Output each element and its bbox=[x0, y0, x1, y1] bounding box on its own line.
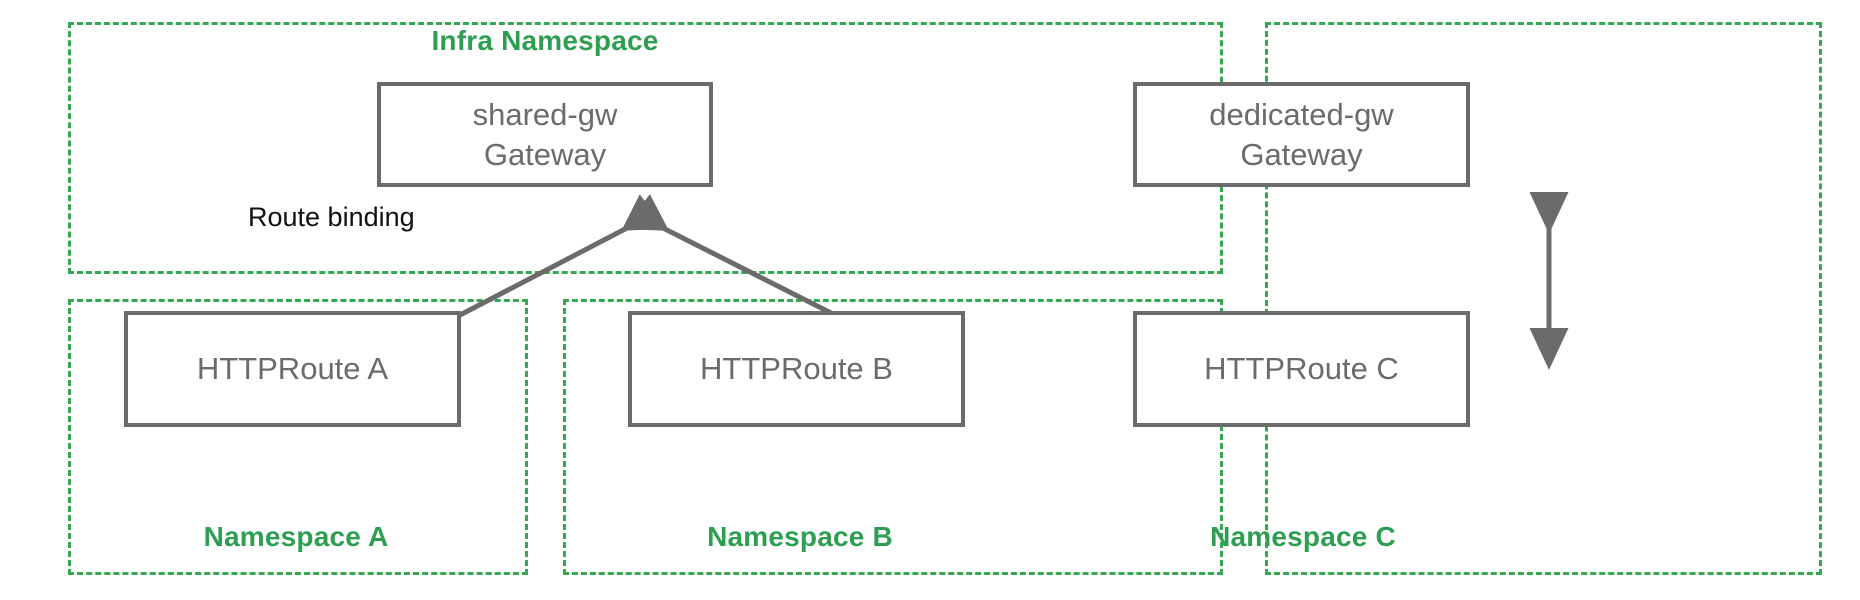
node-httproute-a-label: HTTPRoute A bbox=[196, 351, 389, 387]
namespace-a-boundary bbox=[68, 299, 528, 575]
namespace-c-label: Namespace C bbox=[1210, 521, 1396, 552]
node-httproute-c[interactable]: HTTPRoute C bbox=[1133, 311, 1470, 427]
node-dedicated-gw-gateway[interactable]: dedicated-gw Gateway bbox=[1133, 82, 1470, 187]
node-shared-gw-gateway[interactable]: shared-gw Gateway bbox=[377, 82, 713, 187]
node-httproute-c-label: HTTPRoute C bbox=[1204, 351, 1399, 387]
namespace-c-boundary bbox=[1265, 22, 1822, 575]
node-httproute-b[interactable]: HTTPRoute B bbox=[628, 311, 965, 427]
node-httproute-a[interactable]: HTTPRoute A bbox=[124, 311, 461, 427]
namespace-b-label: Namespace B bbox=[707, 521, 893, 552]
namespace-infra-label: Infra Namespace bbox=[431, 25, 659, 56]
node-dedicated-gw-gateway-label: dedicated-gw Gateway bbox=[1209, 96, 1394, 172]
node-shared-gw-gateway-label: shared-gw Gateway bbox=[472, 96, 618, 172]
route-binding-label: Route binding bbox=[248, 202, 415, 232]
node-httproute-b-label: HTTPRoute B bbox=[700, 351, 893, 387]
namespace-a-label: Namespace A bbox=[203, 521, 389, 552]
